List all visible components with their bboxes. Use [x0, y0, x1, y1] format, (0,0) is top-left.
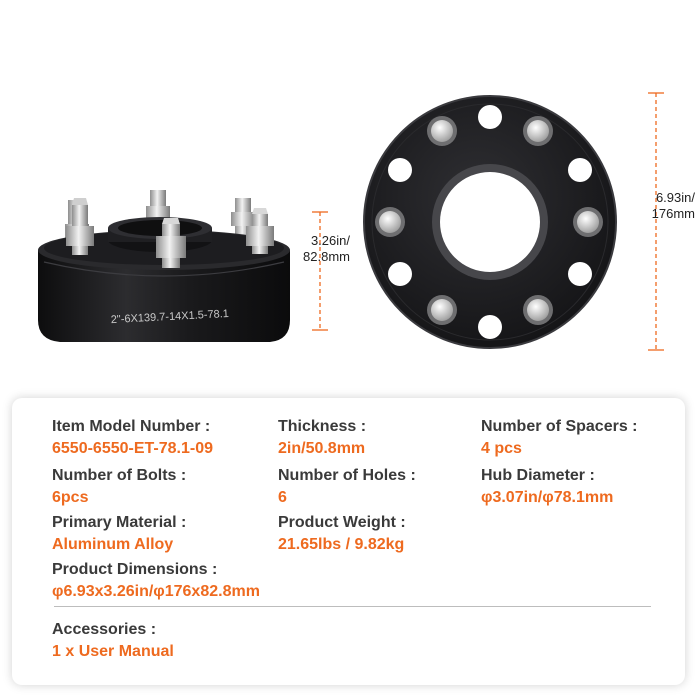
stud-bolt — [156, 218, 186, 268]
spec-hub-diameter: Hub Diameter : φ3.07in/φ78.1mm — [481, 466, 613, 508]
spec-value: Aluminum Alloy — [52, 536, 174, 553]
spec-label: Number of Bolts : — [52, 467, 187, 484]
spec-thickness: Thickness : 2in/50.8mm — [278, 417, 366, 459]
spec-label: Item Model Number : — [52, 418, 211, 435]
spec-value: 6pcs — [52, 489, 89, 506]
spec-primary-material: Primary Material : Aluminum Alloy — [52, 513, 186, 555]
spec-product-weight: Product Weight : 21.65lbs / 9.82kg — [278, 513, 406, 555]
diameter-dimension-line — [648, 92, 664, 351]
spec-label: Hub Diameter : — [481, 467, 595, 484]
height-dimension-mm: 82.8mm — [303, 249, 350, 264]
diameter-dimension-mm: 176mm — [651, 206, 695, 221]
spec-product-dimensions: Product Dimensions : φ6.93x3.26in/φ176x8… — [52, 560, 260, 602]
spec-label: Accessories : — [52, 621, 157, 638]
stud-head — [427, 295, 457, 325]
spec-number-of-holes: Number of Holes : 6 — [278, 466, 416, 508]
height-dimension-label: 3.26in/ 82.8mm — [270, 233, 350, 265]
height-dimension-inches: 3.26in/ — [310, 233, 350, 248]
spec-value: φ3.07in/φ78.1mm — [481, 489, 614, 506]
spec-accessories: Accessories : 1 x User Manual — [52, 620, 174, 662]
spec-number-of-spacers: Number of Spacers : 4 pcs — [481, 417, 637, 459]
spec-model-number: Item Model Number : 6550-6550-ET-78.1-09 — [52, 417, 213, 459]
spec-label: Thickness : — [278, 418, 367, 435]
spec-value: 2in/50.8mm — [278, 440, 366, 457]
spec-label: Product Weight : — [278, 514, 406, 531]
stud-bolt — [246, 208, 274, 254]
spec-value: φ6.93x3.26in/φ176x82.8mm — [52, 583, 260, 600]
spec-label: Number of Holes : — [278, 467, 416, 484]
spec-value: 6550-6550-ET-78.1-09 — [52, 440, 213, 457]
stud-head — [427, 116, 457, 146]
stud-bolt — [66, 198, 94, 255]
bolt-hole — [568, 158, 592, 182]
spec-value: 21.65lbs / 9.82kg — [278, 536, 405, 553]
spec-label: Primary Material : — [52, 514, 187, 531]
spec-value: 6 — [278, 489, 287, 506]
height-dimension-line — [312, 211, 328, 331]
spec-divider — [54, 606, 651, 607]
stud-head — [523, 116, 553, 146]
specifications-card: Item Model Number : 6550-6550-ET-78.1-09… — [12, 398, 685, 685]
spec-number-of-bolts: Number of Bolts : 6pcs — [52, 466, 186, 508]
spec-label: Number of Spacers : — [481, 418, 638, 435]
stud-head — [375, 207, 405, 237]
bolt-hole — [388, 158, 412, 182]
diameter-dimension-label: 6.93in/ 176mm — [617, 190, 695, 222]
spacer-front-view — [363, 95, 617, 349]
bolt-hole — [478, 105, 502, 129]
spacer-side-view: 2"-6X139.7-14X1.5-78.1 — [38, 190, 290, 342]
spec-value: 1 x User Manual — [52, 643, 174, 660]
diameter-dimension-inches: 6.93in/ — [655, 190, 695, 205]
product-illustration: 2"-6X139.7-14X1.5-78.1 — [38, 92, 664, 351]
bolt-hole — [388, 262, 412, 286]
spec-value: 4 pcs — [481, 440, 522, 457]
stud-head — [523, 295, 553, 325]
stud-head — [573, 207, 603, 237]
bolt-hole — [478, 315, 502, 339]
bolt-hole — [568, 262, 592, 286]
spec-label: Product Dimensions : — [52, 561, 218, 578]
